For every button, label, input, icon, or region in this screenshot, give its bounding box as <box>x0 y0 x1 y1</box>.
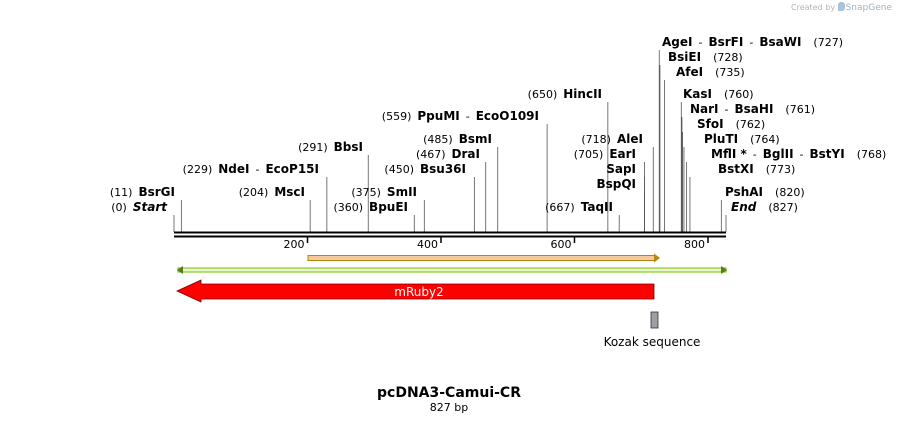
restriction-site[interactable]: (718)AleI <box>581 132 654 232</box>
site-label[interactable]: BstXI(773) <box>718 162 795 176</box>
restriction-site[interactable]: (11)BsrGI <box>110 185 182 232</box>
restriction-site[interactable]: (467)DraI <box>416 147 487 232</box>
map-title: pcDNA3-Camui-CR <box>377 385 521 401</box>
restriction-site[interactable]: End(827) <box>725 200 798 232</box>
site-label[interactable]: (360)BpuEI <box>333 200 408 214</box>
ruler-tick-label: 600 <box>550 238 571 251</box>
site-label[interactable]: (291)BbsI <box>298 140 363 154</box>
ruler-ticks: 200 400 600 800 <box>283 237 709 251</box>
ruler-tick-label: 400 <box>417 238 438 251</box>
ruler-tick-label: 200 <box>283 238 304 251</box>
restriction-site[interactable]: (450)Bsu36I <box>384 162 475 232</box>
mruby2-feature: mRuby2 <box>176 279 655 303</box>
site-label[interactable]: (485)BsmI <box>423 132 492 146</box>
site-label[interactable]: PluTI(764) <box>704 132 780 146</box>
restriction-site[interactable]: AfeI(735) <box>664 65 745 232</box>
kozak-label: Kozak sequence <box>604 335 701 349</box>
site-label[interactable]: MflI *-BglII-BstYI(768) <box>711 147 886 161</box>
snapgene-logo-icon <box>837 2 845 11</box>
ruler-tick-label: 800 <box>684 238 705 251</box>
site-label[interactable]: (559)PpuMI-EcoO109I <box>382 109 539 123</box>
site-label[interactable]: AfeI(735) <box>676 65 745 79</box>
site-label[interactable]: (11)BsrGI <box>110 185 175 199</box>
site-label[interactable]: (705)EarI <box>574 147 636 161</box>
restriction-site[interactable]: SfoI(762) <box>682 117 766 232</box>
site-label[interactable]: (718)AleI <box>581 132 643 146</box>
credit-prefix: Created by <box>791 3 836 12</box>
restriction-site[interactable]: (559)PpuMI-EcoO109I <box>382 109 548 232</box>
restriction-site[interactable]: (650)HincII <box>528 87 609 232</box>
restriction-site[interactable]: AgeI-BsrFI-BsaWI(727) <box>658 35 843 232</box>
site-label[interactable]: NarI-BsaHI(761) <box>690 102 815 116</box>
site-label[interactable]: KasI(760) <box>683 87 754 101</box>
restriction-site[interactable]: BspQI <box>596 177 645 232</box>
site-label[interactable]: (467)DraI <box>416 147 480 161</box>
sequence-backbone <box>174 231 726 238</box>
site-label[interactable]: (650)HincII <box>528 87 602 101</box>
site-label[interactable]: SapI <box>606 162 636 176</box>
restriction-site[interactable]: NarI-BsaHI(761) <box>681 102 815 232</box>
site-label[interactable]: (204)MscI <box>239 185 305 199</box>
restriction-site[interactable]: (229)NdeI-EcoP15I <box>183 162 328 232</box>
restriction-site[interactable]: SapI <box>606 162 645 232</box>
restriction-site[interactable]: (375)SmII <box>351 185 425 232</box>
restriction-site[interactable]: (667)TaqII <box>545 200 620 232</box>
restriction-site[interactable]: PluTI(764) <box>683 132 780 232</box>
site-label[interactable]: (0)Start <box>111 200 168 214</box>
map-length: 827 bp <box>430 401 468 414</box>
restriction-sites: AgeI-BsrFI-BsaWI(727)BsiEI(728)AfeI(735)… <box>110 35 886 232</box>
restriction-site[interactable]: (485)BsmI <box>423 132 499 232</box>
restriction-site[interactable]: (360)BpuEI <box>333 200 415 232</box>
kozak-feature: Kozak sequence <box>604 311 701 349</box>
site-label[interactable]: PshAI(820) <box>725 185 805 199</box>
site-label[interactable]: (667)TaqII <box>545 200 613 214</box>
restriction-site[interactable]: (0)Start <box>111 200 175 232</box>
site-label[interactable]: (450)Bsu36I <box>384 162 466 176</box>
site-label[interactable]: End(827) <box>731 200 798 214</box>
restriction-site[interactable]: (291)BbsI <box>298 140 369 232</box>
restriction-site[interactable]: BsiEI(728) <box>659 50 743 232</box>
restriction-site[interactable]: (204)MscI <box>239 185 311 232</box>
site-label[interactable]: SfoI(762) <box>697 117 765 131</box>
restriction-site[interactable]: KasI(760) <box>680 87 754 232</box>
site-label[interactable]: BspQI <box>596 177 636 191</box>
restriction-site[interactable]: (705)EarI <box>574 147 645 232</box>
restriction-site[interactable]: MflI *-BglII-BstYI(768) <box>686 147 887 232</box>
credit-brand: SnapGene <box>845 3 892 13</box>
site-label[interactable]: (229)NdeI-EcoP15I <box>183 162 319 176</box>
restriction-site[interactable]: BstXI(773) <box>689 162 795 232</box>
site-label[interactable]: (375)SmII <box>351 185 417 199</box>
site-label[interactable]: BsiEI(728) <box>668 50 743 64</box>
vector-backbone-feature <box>177 266 727 274</box>
site-label[interactable]: AgeI-BsrFI-BsaWI(727) <box>662 35 843 49</box>
snapgene-credit: Created by SnapGene <box>791 2 892 13</box>
orf-arrow <box>307 253 660 263</box>
restriction-site[interactable]: PshAI(820) <box>720 185 805 232</box>
mruby2-label: mRuby2 <box>394 285 443 299</box>
